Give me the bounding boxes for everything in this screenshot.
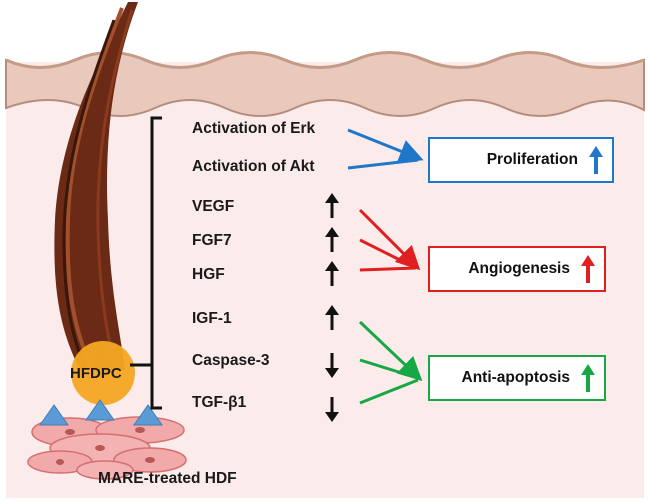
anti-apoptosis-connectors (358, 320, 423, 405)
secreted-factor-triangles (39, 399, 163, 426)
factor-erk: Activation of Erk (192, 120, 316, 137)
hdf-cells (27, 416, 187, 480)
hair-follicle (54, 2, 138, 370)
factor-igf1: IGF-1 (192, 310, 232, 327)
proliferation-box: Proliferation (428, 137, 614, 183)
hfdpc-label: HFDPC (70, 365, 122, 382)
factor-tgfb1: TGF-β1 (192, 394, 247, 411)
hdf-label: MARE-treated HDF (98, 470, 237, 487)
up-arrow-icon (581, 255, 595, 283)
up-arrow-icon (581, 364, 595, 392)
up-arrow-icon (589, 146, 603, 174)
proliferation-connectors (347, 128, 424, 170)
factor-caspase3: Caspase-3 (192, 352, 270, 369)
factor-vegf: VEGF (192, 198, 235, 215)
proliferation-label: Proliferation (486, 151, 578, 168)
factor-akt: Activation of Akt (192, 158, 315, 175)
angiogenesis-box: Angiogenesis (428, 246, 606, 292)
anti-apoptosis-box: Anti-apoptosis (428, 355, 606, 401)
angiogenesis-connectors (358, 208, 421, 272)
angiogenesis-label: Angiogenesis (468, 260, 570, 277)
bracket (130, 116, 162, 410)
factor-hgf: HGF (192, 266, 225, 283)
factor-fgf7: FGF7 (192, 232, 232, 249)
anti-apoptosis-label: Anti-apoptosis (461, 369, 571, 386)
hfdpc-circle (71, 341, 135, 405)
